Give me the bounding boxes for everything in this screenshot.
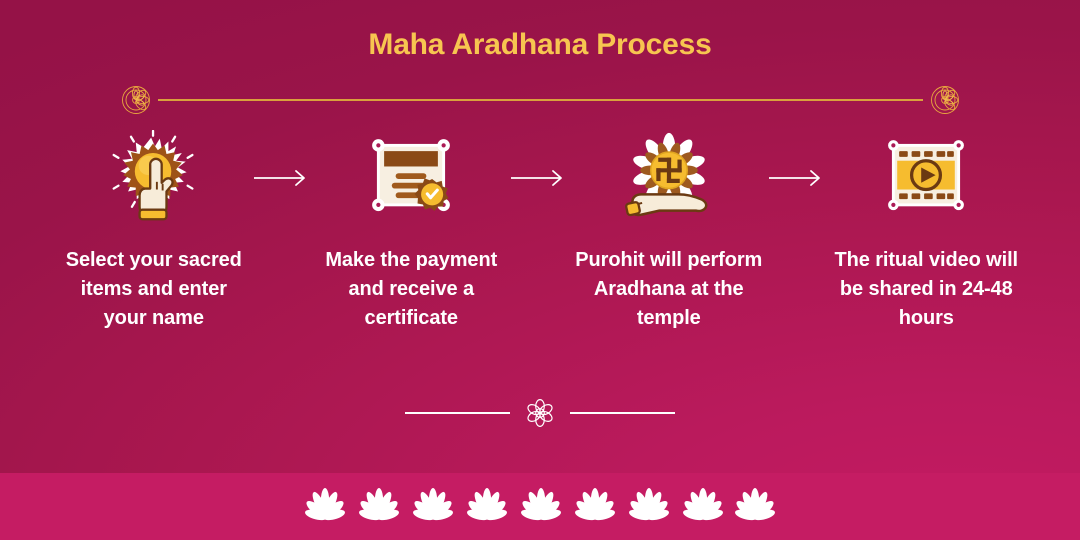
hand-click-sun-icon [106, 128, 202, 228]
arrow-right-icon [248, 128, 318, 228]
bottom-bar [0, 473, 1080, 540]
ornament-line-left [405, 412, 510, 414]
bottom-ornament-divider [405, 396, 675, 430]
process-step-label: Purohit will perform Aradhana at the tem… [575, 249, 763, 329]
film-strip-play-icon [878, 128, 974, 228]
process-step-3: Purohit will perform Aradhana at the tem… [575, 128, 763, 333]
arrow-right-icon [505, 128, 575, 228]
mandala-rosette-icon [927, 82, 963, 118]
hand-holding-swastika-coin-icon [621, 128, 717, 228]
certificate-seal-icon [363, 128, 459, 228]
page-title: Maha Aradhana Process [368, 28, 712, 61]
process-step-1: Select your sacred items and enter your … [60, 128, 248, 333]
lotus-border-pattern [298, 487, 782, 523]
top-divider [118, 82, 963, 118]
process-step-4: The ritual video will be shared in 24-48… [833, 128, 1021, 333]
mandala-rosette-icon [118, 82, 154, 118]
divider-line [158, 99, 923, 101]
process-step-label: Make the payment and receive a certifica… [325, 249, 498, 329]
process-step-2: Make the payment and receive a certifica… [318, 128, 506, 333]
flower-rosette-icon [523, 396, 557, 430]
ornament-line-right [570, 412, 675, 414]
arrow-right-icon [763, 128, 833, 228]
process-step-label: The ritual video will be shared in 24-48… [834, 249, 1019, 329]
process-step-label: Select your sacred items and enter your … [65, 249, 242, 329]
process-steps: Select your sacred items and enter your … [60, 128, 1020, 333]
